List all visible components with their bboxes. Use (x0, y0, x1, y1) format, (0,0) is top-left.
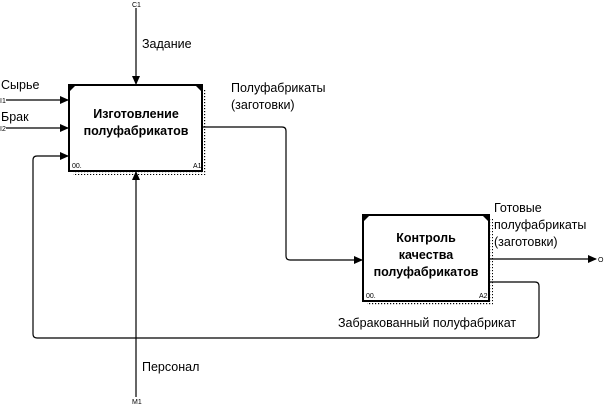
arrow-output-finished[interactable]: Готовые полуфабрикаты (заготовки) O (489, 201, 604, 264)
arrow-control-task-code: C1 (132, 2, 141, 9)
arrow-mechanism-staff-code: M1 (132, 399, 142, 406)
block-a1[interactable]: Изготовление полуфабрикатов A1 00. (68, 84, 206, 175)
block-a2-corner-tr (483, 216, 488, 221)
arrow-rejected[interactable]: Забракованный полуфабрикат (32, 152, 540, 339)
arrow-input-raw-label: Сырье (1, 78, 39, 92)
arrow-output-finished-label-line-1: Готовые (494, 201, 542, 215)
block-a1-frame (68, 84, 203, 172)
block-a2[interactable]: Контроль качества полуфабрикатов A2 00. (362, 214, 493, 305)
block-a2-title-line-2: качества (399, 248, 455, 262)
arrow-mechanism-staff-label: Персонал (142, 360, 199, 374)
block-a2-mark: 00. (366, 293, 376, 300)
block-a1-corner-tr (196, 86, 201, 91)
arrow-rejected-line (32, 152, 540, 339)
arrow-input-defect-label: Брак (1, 110, 29, 124)
arrow-semi-finished-label-line-1: Полуфабрикаты (231, 81, 326, 95)
arrow-semi-finished-line (202, 126, 363, 264)
arrow-semi-finished-label-line-2: (заготовки) (231, 98, 295, 112)
arrow-rejected-label: Забракованный полуфабрикат (338, 316, 516, 330)
block-a1-corner-tl (70, 86, 75, 91)
block-a2-frame (362, 214, 490, 302)
arrow-input-raw[interactable]: Сырье I1 (0, 78, 69, 105)
block-a2-title-line-1: Контроль (396, 231, 456, 245)
block-a2-title-line-3: полуфабрикатов (374, 265, 479, 279)
block-a1-title-line-2: полуфабрикатов (84, 124, 189, 138)
arrow-input-defect[interactable]: Брак I2 (0, 110, 69, 133)
block-a1-mark: 00. (72, 163, 82, 170)
arrow-input-defect-code: I2 (0, 126, 6, 133)
block-a1-node-number: A1 (193, 163, 202, 170)
block-a1-title-line-1: Изготовление (93, 107, 179, 121)
block-a2-node-number: A2 (479, 293, 488, 300)
arrow-control-task-label: Задание (142, 37, 192, 51)
arrow-input-raw-code: I1 (0, 98, 6, 105)
arrow-output-finished-label-line-2: полуфабрикаты (494, 218, 586, 232)
arrow-output-finished-code: O (598, 257, 604, 264)
arrow-semi-finished[interactable]: Полуфабрикаты (заготовки) (202, 81, 363, 264)
block-a2-corner-tl (364, 216, 369, 221)
arrow-mechanism-staff[interactable]: Персонал M1 (132, 171, 199, 406)
arrow-control-task[interactable]: C1 Задание (132, 2, 192, 85)
arrow-output-finished-label-line-3: (заготовки) (494, 235, 558, 249)
